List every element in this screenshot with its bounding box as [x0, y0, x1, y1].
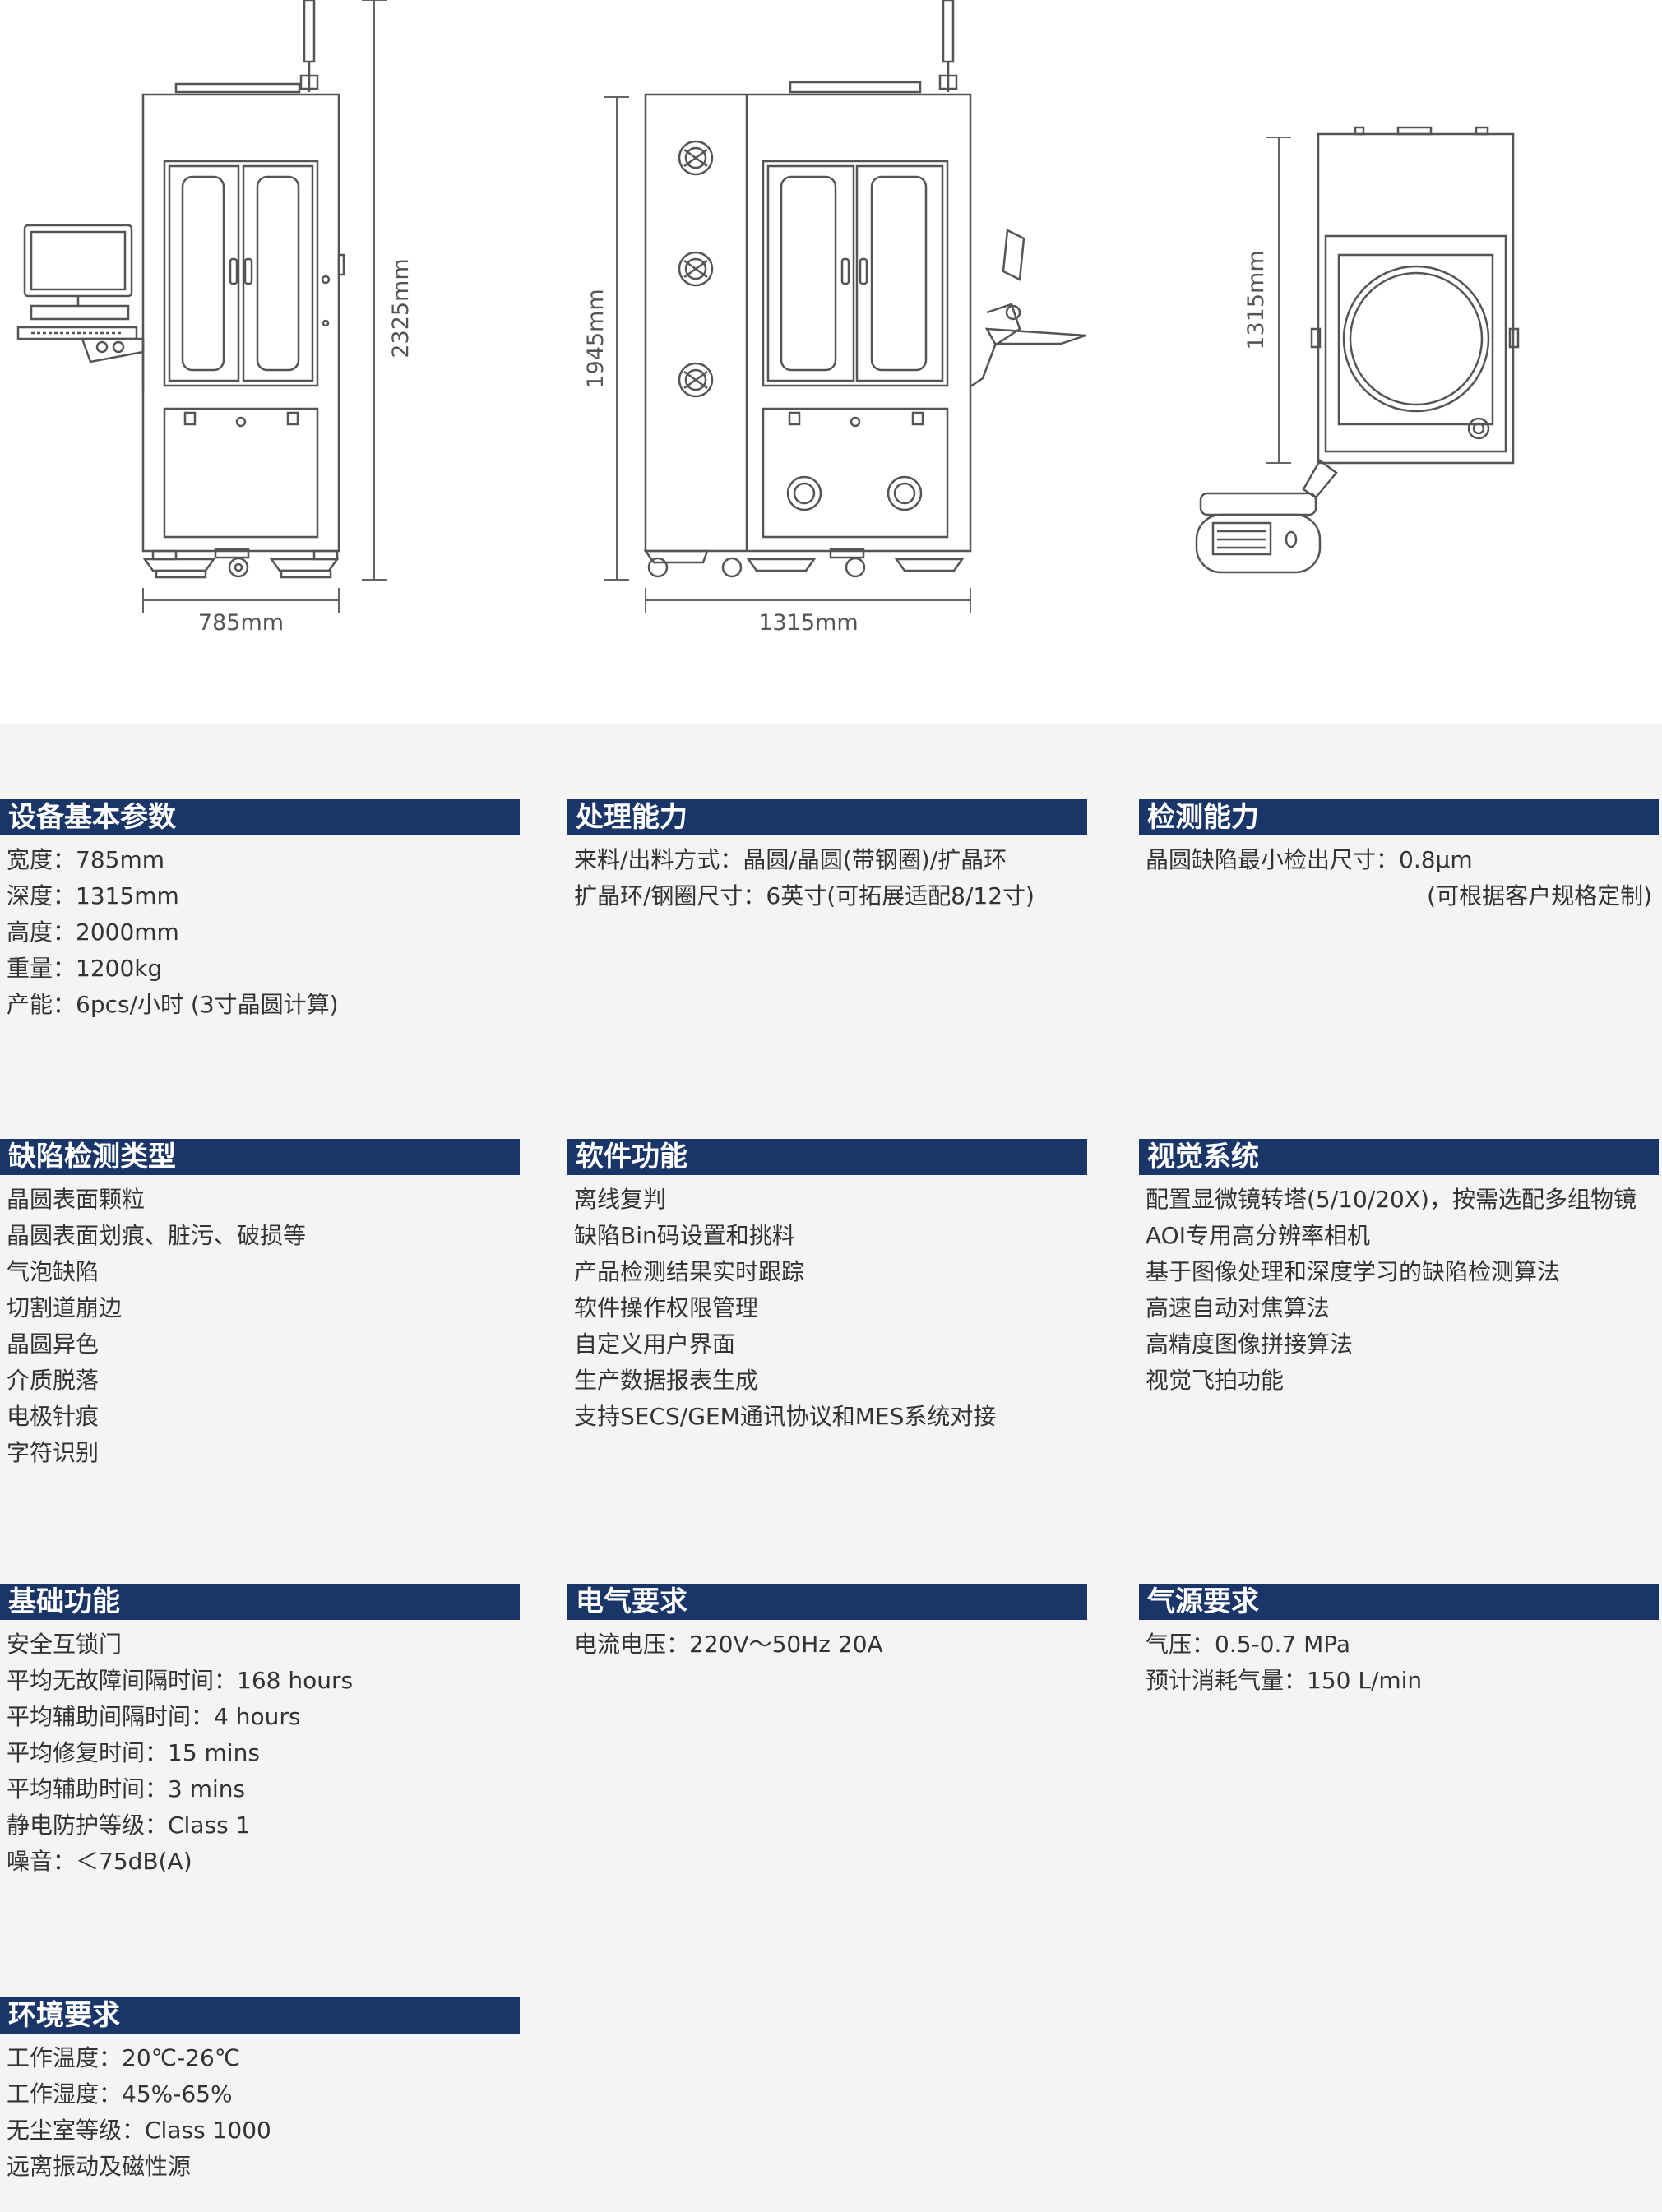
spec-line: 平均辅助间隔时间：4 hours [7, 1703, 301, 1730]
spec-line: 工作温度：20℃-26℃ [7, 2044, 241, 2071]
spec-line: 高精度图像拼接算法 [1146, 1330, 1354, 1358]
section-defect-types: 缺陷检测类型 晶圆表面颗粒 晶圆表面划痕、脏污、破损等 气泡缺陷 切割道崩边 晶… [0, 1139, 520, 1471]
spec-line: 视觉飞拍功能 [1146, 1367, 1285, 1394]
section-software-functions: 软件功能 离线复判 缺陷Bin码设置和挑料 产品检测结果实时跟踪 软件操作权限管… [567, 1139, 1087, 1435]
section-title: 气源要求 [1139, 1584, 1659, 1620]
spec-line: 产能：6pcs/小时 (3寸晶圆计算) [7, 991, 339, 1018]
spec-line: 离线复判 [574, 1186, 667, 1213]
machine-drawings: 2325mm 785mm 1945mm 1315mm 1315mm [16, 0, 1520, 636]
spec-line: (可根据客户规格定制) [1427, 882, 1652, 909]
section-basic-parameters: 设备基本参数 宽度：785mm 深度：1315mm 高度：2000mm 重量：1… [0, 799, 520, 1023]
spec-line: 平均无故障间隔时间：168 hours [7, 1667, 354, 1694]
section-title: 软件功能 [567, 1139, 1087, 1175]
spec-line: 宽度：785mm [7, 846, 164, 873]
spec-line: 介质脱落 [7, 1367, 100, 1394]
section-basic-functions: 基础功能 安全互锁门 平均无故障间隔时间：168 hours 平均辅助间隔时间：… [0, 1584, 520, 1880]
spec-line: 重量：1200kg [7, 955, 163, 982]
spec-line: 基于图像处理和深度学习的缺陷检测算法 [1146, 1258, 1561, 1285]
section-title: 设备基本参数 [0, 799, 520, 835]
spec-line: 扩晶环/钢圈尺寸：6英寸(可拓展适配8/12寸) [574, 882, 1035, 909]
front-height-label: 2325mm [388, 258, 414, 358]
front-view-drawing [16, 0, 345, 579]
spec-line: 预计消耗气量：150 L/min [1146, 1667, 1423, 1694]
spec-line: 来料/出料方式：晶圆/晶圆(带钢圈)/扩晶环 [574, 846, 1007, 873]
section-title: 视觉系统 [1139, 1139, 1659, 1175]
section-inspection-capability: 检测能力 晶圆缺陷最小检出尺寸：0.8μm (可根据客户规格定制) [1139, 799, 1659, 914]
side-width-label: 1315mm [758, 610, 858, 636]
spec-line: 噪音：＜75dB(A) [7, 1848, 192, 1875]
spec-line: 无尘室等级：Class 1000 [7, 2117, 271, 2144]
spec-line: 静电防护等级：Class 1 [7, 1812, 251, 1839]
section-title: 电气要求 [567, 1584, 1087, 1620]
spec-line: 软件操作权限管理 [574, 1294, 759, 1321]
specifications-panel: 设备基本参数 宽度：785mm 深度：1315mm 高度：2000mm 重量：1… [0, 724, 1662, 2212]
section-air-requirements: 气源要求 气压：0.5-0.7 MPa 预计消耗气量：150 L/min [1139, 1584, 1659, 1699]
section-title: 检测能力 [1139, 799, 1659, 835]
section-processing-capability: 处理能力 来料/出料方式：晶圆/晶圆(带钢圈)/扩晶环 扩晶环/钢圈尺寸：6英寸… [567, 799, 1087, 914]
front-width-label: 785mm [198, 610, 284, 636]
spec-line: 安全互锁门 [7, 1631, 123, 1658]
top-view-drawing [1195, 126, 1520, 574]
spec-line: 电极针痕 [7, 1403, 100, 1430]
spec-line: 远离振动及磁性源 [7, 2153, 192, 2180]
spec-line: 自定义用户界面 [574, 1330, 736, 1358]
spec-line: 缺陷Bin码设置和挑料 [574, 1222, 795, 1249]
section-title: 处理能力 [567, 799, 1087, 835]
spec-line: 晶圆表面颗粒 [7, 1186, 146, 1213]
spec-line: 平均辅助时间：3 mins [7, 1775, 246, 1802]
top-depth-label: 1315mm [1243, 250, 1269, 349]
spec-line: AOI专用高分辨率相机 [1146, 1222, 1370, 1249]
section-title: 环境要求 [0, 1997, 520, 2034]
spec-line: 晶圆异色 [7, 1330, 100, 1358]
section-environment-requirements: 环境要求 工作温度：20℃-26℃ 工作湿度：45%-65% 无尘室等级：Cla… [0, 1997, 520, 2185]
spec-line: 字符识别 [7, 1439, 100, 1466]
spec-line: 平均修复时间：15 mins [7, 1739, 260, 1766]
spec-line: 高度：2000mm [7, 919, 179, 946]
spec-line: 高速自动对焦算法 [1146, 1294, 1331, 1321]
section-electrical-requirements: 电气要求 电流电压：220V～50Hz 20A [567, 1584, 1087, 1663]
spec-line: 切割道崩边 [7, 1294, 123, 1321]
section-title: 缺陷检测类型 [0, 1139, 520, 1175]
side-view-drawing [643, 0, 1086, 578]
spec-line: 电流电压：220V～50Hz 20A [574, 1631, 883, 1658]
side-height-label: 1945mm [583, 289, 609, 388]
spec-line: 深度：1315mm [7, 882, 179, 909]
spec-line: 晶圆缺陷最小检出尺寸：0.8μm [1146, 846, 1473, 873]
spec-line: 晶圆表面划痕、脏污、破损等 [7, 1222, 307, 1249]
spec-line: 气泡缺陷 [7, 1258, 100, 1285]
section-title: 基础功能 [0, 1584, 520, 1620]
spec-line: 生产数据报表生成 [574, 1367, 759, 1394]
spec-line: 产品检测结果实时跟踪 [574, 1258, 805, 1285]
section-vision-system: 视觉系统 配置显微镜转塔(5/10/20X)，按需选配多组物镜 AOI专用高分辨… [1139, 1139, 1659, 1399]
spec-line: 工作湿度：45%-65% [7, 2080, 233, 2108]
spec-line: 支持SECS/GEM通讯协议和MES系统对接 [574, 1403, 997, 1430]
spec-line: 气压：0.5-0.7 MPa [1146, 1631, 1351, 1658]
spec-line: 配置显微镜转塔(5/10/20X)，按需选配多组物镜 [1146, 1186, 1637, 1213]
